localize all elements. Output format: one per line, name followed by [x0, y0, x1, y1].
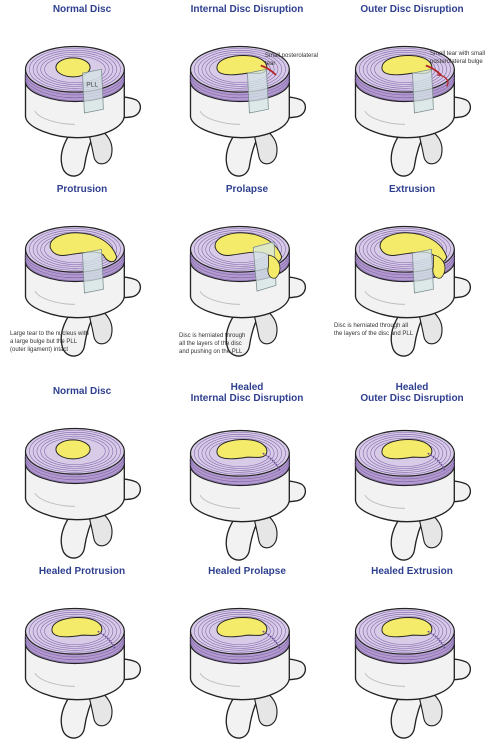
- panel-healed-internal-disc-disruption: Healed Internal Disc Disruption: [165, 382, 329, 562]
- posterior-longitudinal-ligament: [413, 69, 434, 113]
- vertebra-disc-illustration: [165, 4, 329, 184]
- panel-note: Small posterolateral tear: [265, 52, 318, 68]
- posterior-longitudinal-ligament: [248, 69, 269, 113]
- panel-protrusion: Protrusion Large tear to the nucleus wit…: [0, 184, 164, 364]
- panel-internal-disc-disruption: Internal Disc Disruption Small posterola…: [165, 4, 329, 184]
- panel-healed-extrusion: Healed Extrusion: [330, 566, 494, 746]
- panel-healed-outer-disc-disruption: Healed Outer Disc Disruption: [330, 382, 494, 562]
- panel-outer-disc-disruption: Outer Disc Disruption Small tear with sm…: [330, 4, 494, 184]
- panel-prolapse: Prolapse Disc is herniated through all t…: [165, 184, 329, 364]
- vertebra-disc-illustration: [165, 382, 329, 562]
- vertebra-group: [356, 609, 471, 739]
- vertebra-disc-illustration: PLL: [0, 4, 164, 184]
- vertebra-group: [356, 431, 471, 561]
- panel-note: Disc is herniated through all the layers…: [179, 332, 245, 356]
- vertebra-group: PLL: [26, 47, 141, 177]
- nucleus: [382, 618, 432, 637]
- vertebra-disc-illustration: [165, 566, 329, 746]
- posterior-longitudinal-ligament: [83, 69, 104, 113]
- panel-healed-normal-disc: Normal Disc: [0, 386, 164, 566]
- vertebra-group: [191, 609, 306, 739]
- panel-healed-prolapse: Healed Prolapse: [165, 566, 329, 746]
- panel-note: Small tear with small posterolateral bul…: [430, 50, 485, 66]
- nucleus: [52, 618, 102, 637]
- vertebra-disc-illustration: [330, 4, 494, 184]
- panel-extrusion: Extrusion Disc is herniated through all …: [330, 184, 494, 364]
- nucleus: [217, 440, 267, 459]
- vertebra-disc-illustration: [0, 566, 164, 746]
- nucleus: [56, 440, 90, 459]
- pll-label: PLL: [86, 81, 98, 88]
- vertebra-group: [191, 431, 306, 561]
- vertebra-group: [26, 429, 141, 559]
- panel-normal-disc: Normal Disc PLL: [0, 4, 164, 184]
- nucleus: [217, 618, 267, 637]
- vertebra-disc-illustration: [330, 566, 494, 746]
- panel-note: Disc is herniated through all the layers…: [334, 322, 413, 338]
- panel-healed-protrusion: Healed Protrusion: [0, 566, 164, 746]
- vertebra-disc-illustration: [330, 382, 494, 562]
- posterior-longitudinal-ligament: [413, 249, 434, 293]
- vertebra-disc-illustration: [0, 386, 164, 566]
- vertebra-group: [26, 609, 141, 739]
- nucleus: [382, 440, 432, 459]
- posterior-longitudinal-ligament: [83, 249, 104, 293]
- panel-note: Large tear to the nucleus with a large b…: [10, 330, 89, 354]
